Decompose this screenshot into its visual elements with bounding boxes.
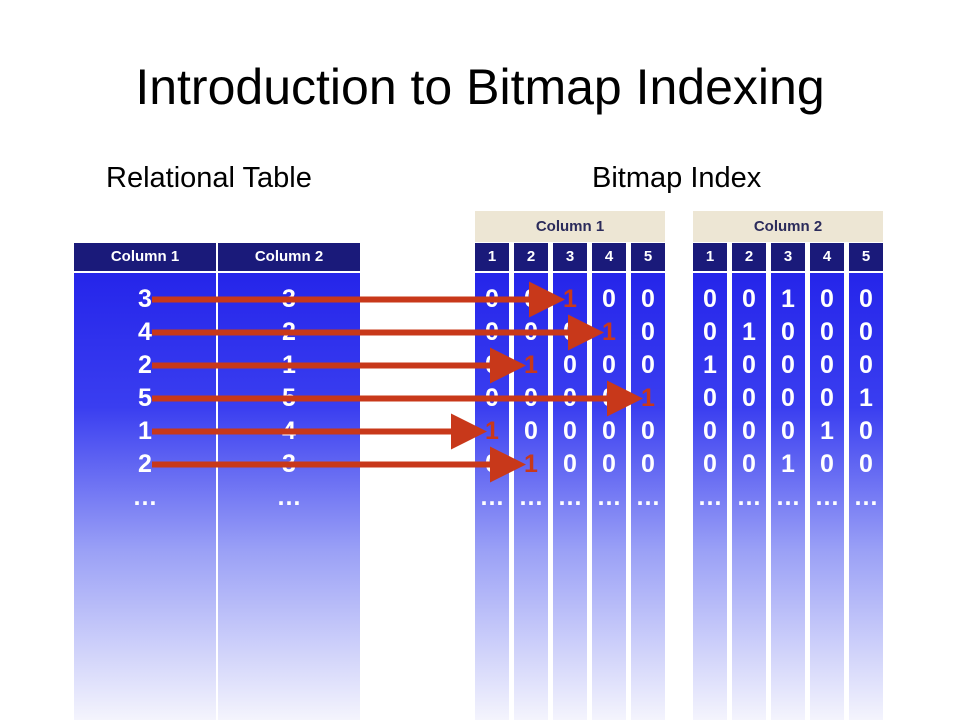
cell-value: 0 [563, 351, 577, 379]
cell-value: 1 [820, 417, 834, 445]
bitmap-1-bit-4-body: 010000… [592, 273, 626, 720]
cell-value: 0 [602, 450, 616, 478]
cell-value: 0 [859, 318, 873, 346]
cell-value: 1 [602, 318, 616, 346]
cell-value: 0 [820, 384, 834, 412]
cell-value: 0 [820, 285, 834, 313]
bitmap-group-header-2: Column 2 [693, 211, 883, 242]
bitmap-1-bit-4-header: 4 [592, 243, 626, 271]
cell-value: … [697, 483, 723, 511]
cell-value: 0 [641, 318, 655, 346]
bitmap-2-bit-3-body: 1 0 0 0 0 1 … [771, 273, 805, 720]
cell-value: … [853, 483, 879, 511]
cell-value: 0 [641, 351, 655, 379]
cell-value: 0 [703, 450, 717, 478]
bitmap-2-bit-5-body: 0 0 0 1 0 0 … [849, 273, 883, 720]
cell-value: 2 [138, 351, 152, 379]
cell-value: 1 [781, 285, 795, 313]
cell-value: 0 [703, 384, 717, 412]
cell-value: … [132, 483, 158, 511]
bitmap-1-bit-2-header: 2 [514, 243, 548, 271]
cell-value: 0 [820, 351, 834, 379]
cell-value: 0 [742, 450, 756, 478]
relational-table-subtitle: Relational Table [106, 162, 312, 194]
cell-value: 0 [641, 450, 655, 478]
cell-value: 0 [641, 417, 655, 445]
cell-value: 0 [781, 384, 795, 412]
cell-value: … [814, 483, 840, 511]
bitmap-2-bit-4-header: 4 [810, 243, 844, 271]
cell-value: 0 [742, 285, 756, 313]
cell-value: 1 [524, 351, 538, 379]
bitmap-1-bit-1-header: 1 [475, 243, 509, 271]
cell-value: 0 [781, 417, 795, 445]
relational-column-1-header: Column 1 [74, 243, 216, 271]
cell-value: 1 [703, 351, 717, 379]
bitmap-group-header-1: Column 1 [475, 211, 665, 242]
cell-value: … [557, 483, 583, 511]
cell-value: 0 [820, 318, 834, 346]
cell-value: 1 [781, 450, 795, 478]
cell-value: 0 [703, 285, 717, 313]
cell-value: … [736, 483, 762, 511]
cell-value: 1 [563, 285, 577, 313]
cell-value: 2 [138, 450, 152, 478]
bitmap-2-bit-2-body: 0 1 0 0 0 0 … [732, 273, 766, 720]
bitmap-index-subtitle: Bitmap Index [592, 162, 762, 194]
cell-value: 5 [138, 384, 152, 412]
bitmap-1-bit-3-header: 3 [553, 243, 587, 271]
bitmap-1-bit-5-body: 0 0 0 1 0 0 … [631, 273, 665, 720]
cell-value: 0 [742, 384, 756, 412]
bitmap-2-bit-3-header: 3 [771, 243, 805, 271]
cell-value: 1 [742, 318, 756, 346]
cell-value: 0 [602, 351, 616, 379]
cell-value: … [596, 483, 622, 511]
cell-value: 0 [859, 417, 873, 445]
bitmap-2-bit-2-header: 2 [732, 243, 766, 271]
cell-value: … [518, 483, 544, 511]
bitmap-2-bit-5-header: 5 [849, 243, 883, 271]
cell-value: 0 [641, 285, 655, 313]
cell-value: 0 [859, 450, 873, 478]
relational-column-2-body: 321543… [218, 273, 360, 720]
page-title: Introduction to Bitmap Indexing [135, 59, 825, 115]
cell-value: … [635, 483, 661, 511]
cell-value: 0 [524, 417, 538, 445]
bitmap-2-bit-1-header: 1 [693, 243, 727, 271]
cell-value: 4 [138, 318, 152, 346]
cell-value: 1 [138, 417, 152, 445]
cell-value: 0 [703, 417, 717, 445]
cell-value: 1 [524, 450, 538, 478]
relational-column-1-body: 3 4 2 5 1 2 … [74, 273, 216, 720]
cell-value: 3 [138, 285, 152, 313]
cell-value: 0 [703, 318, 717, 346]
cell-value: … [775, 483, 801, 511]
cell-value: … [479, 483, 505, 511]
cell-value: 0 [602, 417, 616, 445]
cell-value: 0 [781, 351, 795, 379]
cell-value: 0 [563, 450, 577, 478]
cell-value: 0 [602, 285, 616, 313]
cell-value: 0 [859, 351, 873, 379]
cell-value: 0 [742, 351, 756, 379]
cell-value: 0 [781, 318, 795, 346]
cell-value: … [276, 483, 302, 511]
cell-value: 0 [563, 417, 577, 445]
cell-value: 0 [859, 285, 873, 313]
cell-value: 1 [859, 384, 873, 412]
bitmap-2-bit-1-body: 0 0 1 0 0 0 … [693, 273, 727, 720]
relational-column-2-header: Column 2 [218, 243, 360, 271]
bitmap-2-bit-4-body: 0 0 0 0 1 0 … [810, 273, 844, 720]
cell-value: 0 [742, 417, 756, 445]
cell-value: 1 [641, 384, 655, 412]
cell-value: 0 [820, 450, 834, 478]
cell-value: 1 [485, 417, 499, 445]
bitmap-1-bit-5-header: 5 [631, 243, 665, 271]
